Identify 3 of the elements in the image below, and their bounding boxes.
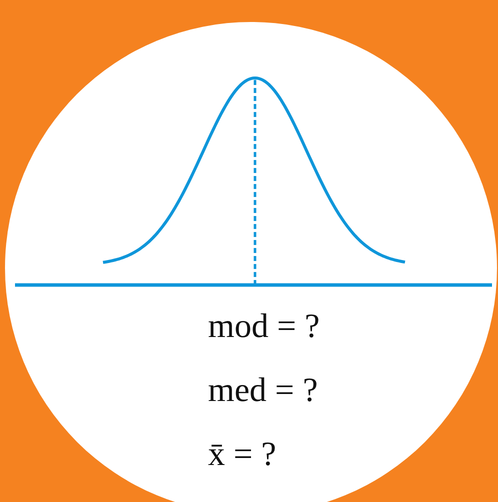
formula-text: x̄ = ? bbox=[208, 436, 276, 474]
formula-text: mod = ? bbox=[208, 308, 320, 346]
formula-text: med = ? bbox=[208, 372, 318, 410]
